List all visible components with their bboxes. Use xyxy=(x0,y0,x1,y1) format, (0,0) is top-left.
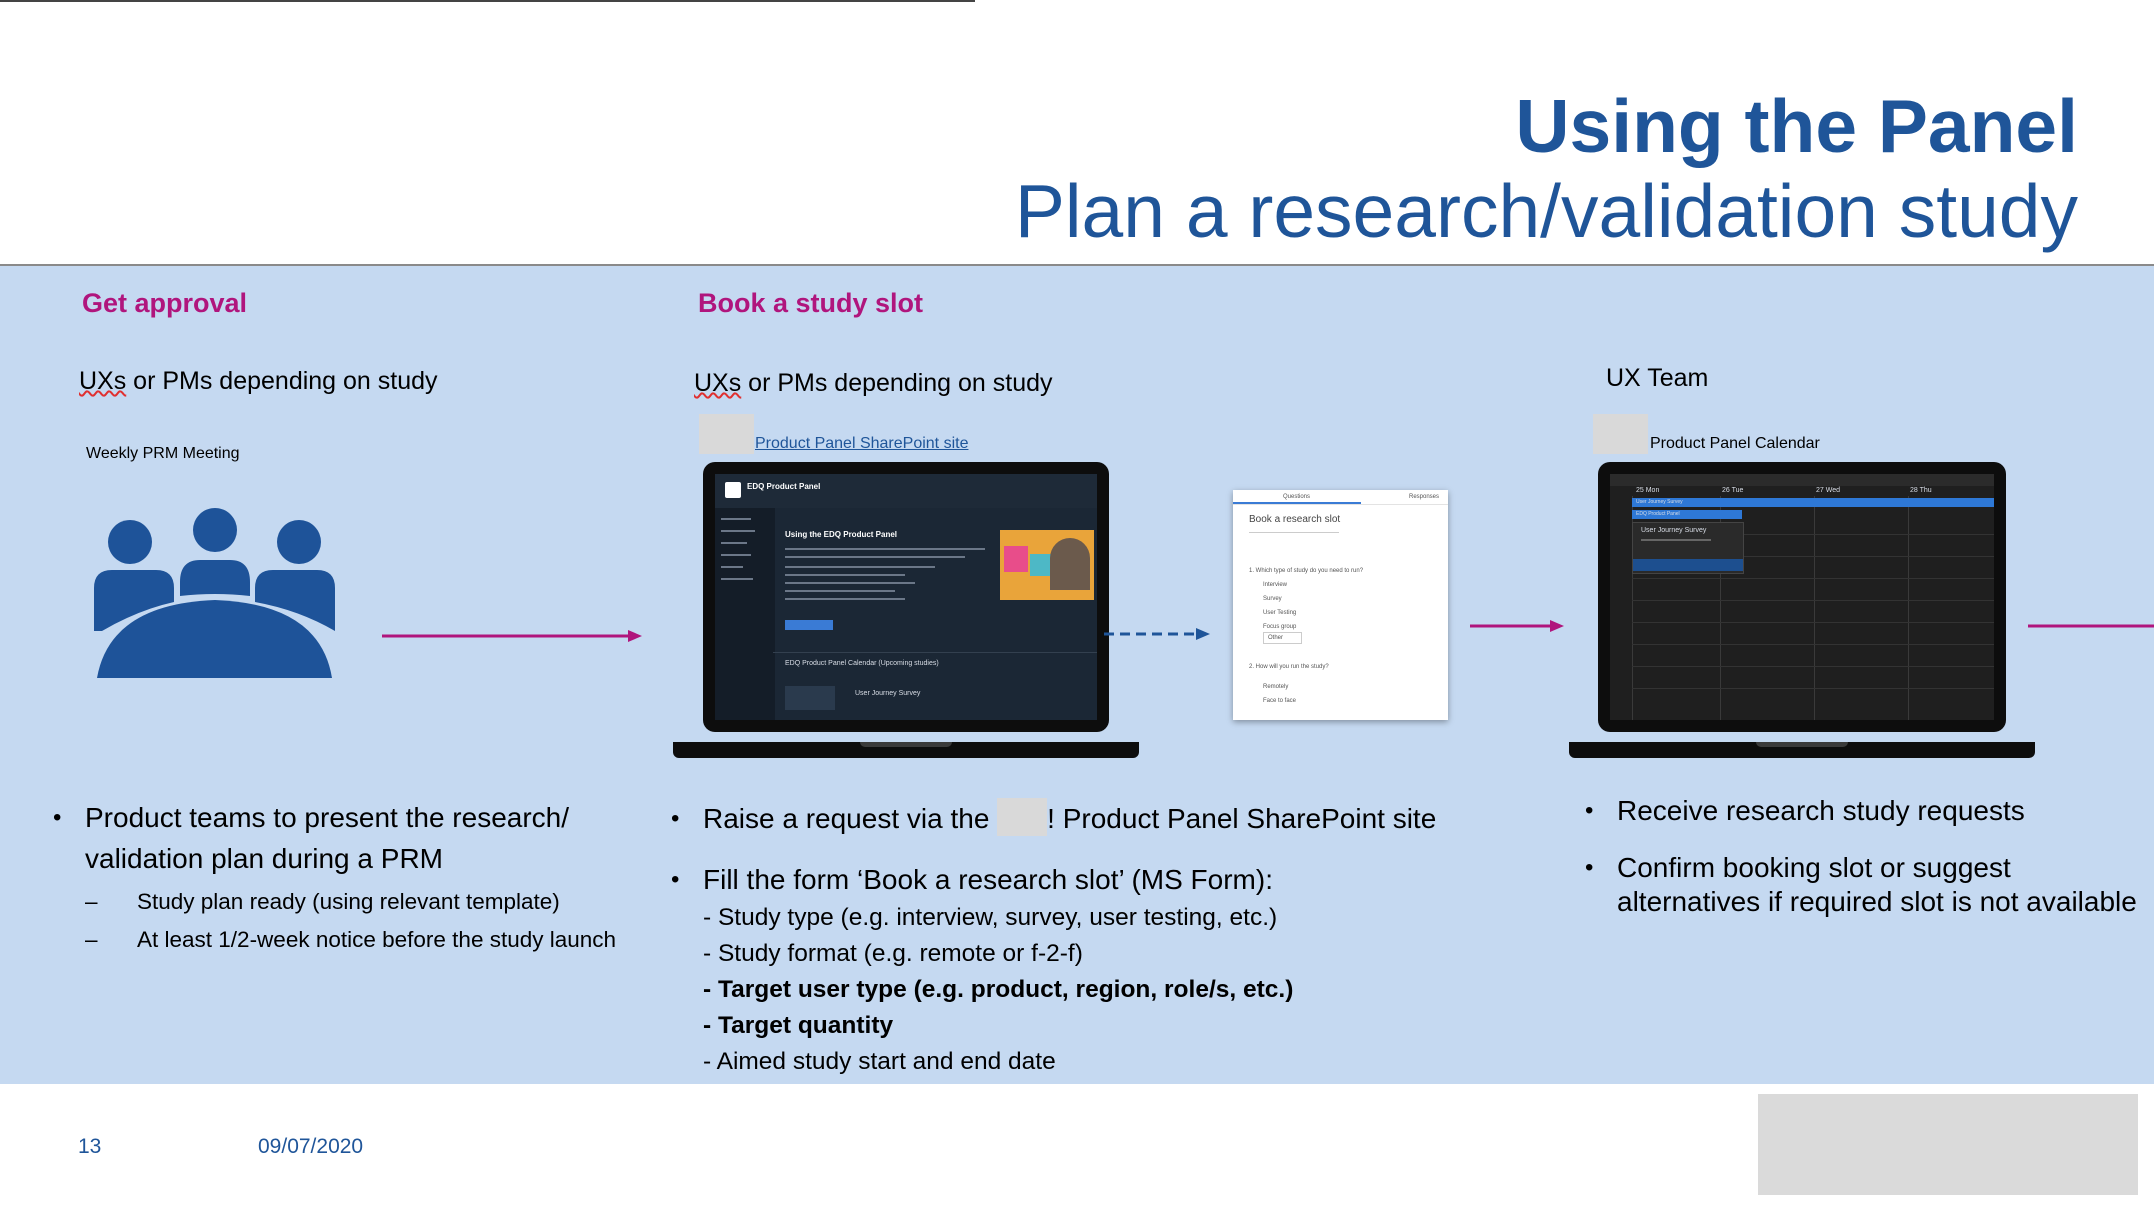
col2-bullet1-suffix: ! Product Panel SharePoint site xyxy=(1047,803,1437,834)
cal-popup-title: User Journey Survey xyxy=(1641,527,1707,534)
form-option: Face to face xyxy=(1263,698,1297,704)
page-heading: Using the EDQ Product Panel xyxy=(785,530,898,539)
col2-who-suffix: or PMs depending on study xyxy=(741,369,1053,397)
cal-event-bar: User Journey Survey xyxy=(1632,498,1994,507)
form-option: Remotely xyxy=(1263,684,1289,690)
laptop-base xyxy=(1569,742,2035,758)
col2-bullet: •Raise a request via the ! Product Panel… xyxy=(671,798,1503,839)
form-title: Book a research slot xyxy=(1249,514,1341,525)
cal-event-name: User Journey Survey xyxy=(1636,499,1683,505)
form-field-item: - Target user type (e.g. product, region… xyxy=(703,976,1294,1003)
col1-subbullet: –Study plan ready (using relevant templa… xyxy=(85,889,560,914)
col1-subbullet-text: Study plan ready (using relevant templat… xyxy=(137,889,560,914)
slide-date: 09/07/2020 xyxy=(258,1135,364,1158)
top-rule xyxy=(0,0,975,2)
meeting-people-icon xyxy=(94,508,335,678)
form-tab-questions: Questions xyxy=(1283,494,1311,500)
cal-day: 28 Thu xyxy=(1910,487,1932,494)
redacted-logo xyxy=(1593,414,1648,454)
header-divider xyxy=(0,264,2154,266)
site-logo-icon xyxy=(725,482,741,498)
col1-bullet: •Product teams to present the research/ … xyxy=(53,802,570,874)
col2-bullet2-text: Fill the form ‘Book a research slot’ (MS… xyxy=(703,864,1273,895)
form-option: Focus group xyxy=(1263,624,1297,630)
col2-who-prefix: UXs xyxy=(694,369,742,397)
col1-heading: Get approval xyxy=(82,288,248,318)
title-main: Using the Panel xyxy=(1515,84,2078,168)
laptop-sharepoint-screenshot: EDQ Product Panel Using the EDQ Product … xyxy=(703,462,1109,732)
cal-day: 25 Mon xyxy=(1636,487,1660,494)
ms-form-screenshot: Questions Responses Book a research slot… xyxy=(1233,490,1448,720)
col1-subbullet-text: At least 1/2-week notice before the stud… xyxy=(137,927,617,952)
form-q2: 2. How will you run the study? xyxy=(1249,664,1329,670)
arrow-approval-to-booking xyxy=(382,630,642,642)
col2-bullet: •Fill the form ‘Book a research slot’ (M… xyxy=(671,864,1273,895)
form-field-item: - Target quantity xyxy=(703,1012,894,1039)
cal-day: 26 Tue xyxy=(1722,487,1744,494)
arrow-continue-right xyxy=(2028,624,2154,628)
col2-heading: Book a study slot xyxy=(698,288,924,318)
col1-bullets: •Product teams to present the research/ … xyxy=(53,797,645,959)
sharepoint-nav xyxy=(715,508,775,720)
cal-event-bar: EDQ Product Panel xyxy=(1632,510,1742,519)
laptop-base xyxy=(673,742,1139,758)
col2-bullet1-prefix: Raise a request via the xyxy=(703,803,998,834)
col1-subbullet: –At least 1/2-week notice before the stu… xyxy=(85,927,617,952)
redacted-logo xyxy=(1758,1094,2138,1195)
col3-caption: Product Panel Calendar xyxy=(1650,435,1820,452)
cal-day: 27 Wed xyxy=(1816,487,1840,494)
col1-bullet-text: Product teams to present the research/ v… xyxy=(85,802,570,874)
form-tab-responses: Responses xyxy=(1409,494,1440,500)
col2-bullets: •Raise a request via the ! Product Panel… xyxy=(671,798,1503,1080)
form-q1: 1. Which type of study do you need to ru… xyxy=(1249,568,1364,574)
redacted-logo xyxy=(699,414,754,454)
request-button xyxy=(785,620,833,630)
col3-who: UX Team xyxy=(1606,364,1709,392)
sharepoint-screen: EDQ Product Panel Using the EDQ Product … xyxy=(715,474,1097,720)
form-field-list: - Study type (e.g. interview, survey, us… xyxy=(703,900,1503,1080)
form-option: User Testing xyxy=(1263,610,1297,616)
col1-caption: Weekly PRM Meeting xyxy=(86,445,240,462)
col2-who: UXs or PMs depending on study xyxy=(694,369,1053,398)
hero-image xyxy=(1000,530,1094,600)
title-subtitle: Plan a research/validation study xyxy=(1014,169,2078,253)
arrow-to-calendar xyxy=(1470,620,1564,632)
form-option: Interview xyxy=(1263,582,1288,588)
site-name: EDQ Product Panel xyxy=(747,482,821,491)
laptop-notch xyxy=(1756,742,1848,747)
event-name: User Journey Survey xyxy=(855,690,921,697)
slide-title: Using the Panel Plan a research/validati… xyxy=(1015,80,2078,250)
redacted-text xyxy=(997,798,1048,836)
col3-bullet: •Confirm booking slot or suggest alterna… xyxy=(1585,852,2137,917)
calendar-heading: EDQ Product Panel Calendar (Upcoming stu… xyxy=(785,660,939,667)
col1-who: UXs or PMs depending on study xyxy=(79,367,438,396)
col3-bullet-text: Receive research study requests xyxy=(1617,795,2025,826)
form-field-item: - Study format (e.g. remote or f-2-f) xyxy=(703,940,1083,967)
form-option-other: Other xyxy=(1263,632,1303,644)
laptop-notch xyxy=(860,742,952,747)
calendar-screen: 25 Mon 26 Tue 27 Wed 28 Thu User Journey… xyxy=(1610,474,1994,720)
form-field-item: - Aimed study start and end date xyxy=(703,1048,1056,1075)
sharepoint-link[interactable]: Product Panel SharePoint site xyxy=(755,435,969,452)
col1-who-prefix: UXs xyxy=(79,367,127,395)
sharepoint-header: EDQ Product Panel xyxy=(715,474,1097,508)
dashed-arrow-to-form xyxy=(1104,628,1210,640)
cal-popup: User Journey Survey xyxy=(1632,522,1744,574)
col1-who-suffix: or PMs depending on study xyxy=(126,367,438,395)
page-number: 13 xyxy=(78,1135,102,1158)
form-field-item: - Study type (e.g. interview, survey, us… xyxy=(703,904,1278,931)
col3-bullet-text: Confirm booking slot or suggest alternat… xyxy=(1617,852,2137,917)
col3-bullet: •Receive research study requests xyxy=(1585,795,2025,826)
laptop-calendar-screenshot: 25 Mon 26 Tue 27 Wed 28 Thu User Journey… xyxy=(1598,462,2006,732)
col3-bullets: •Receive research study requests •Confir… xyxy=(1585,790,2137,919)
cal-event-name: EDQ Product Panel xyxy=(1636,511,1680,517)
form-option: Survey xyxy=(1263,596,1282,602)
